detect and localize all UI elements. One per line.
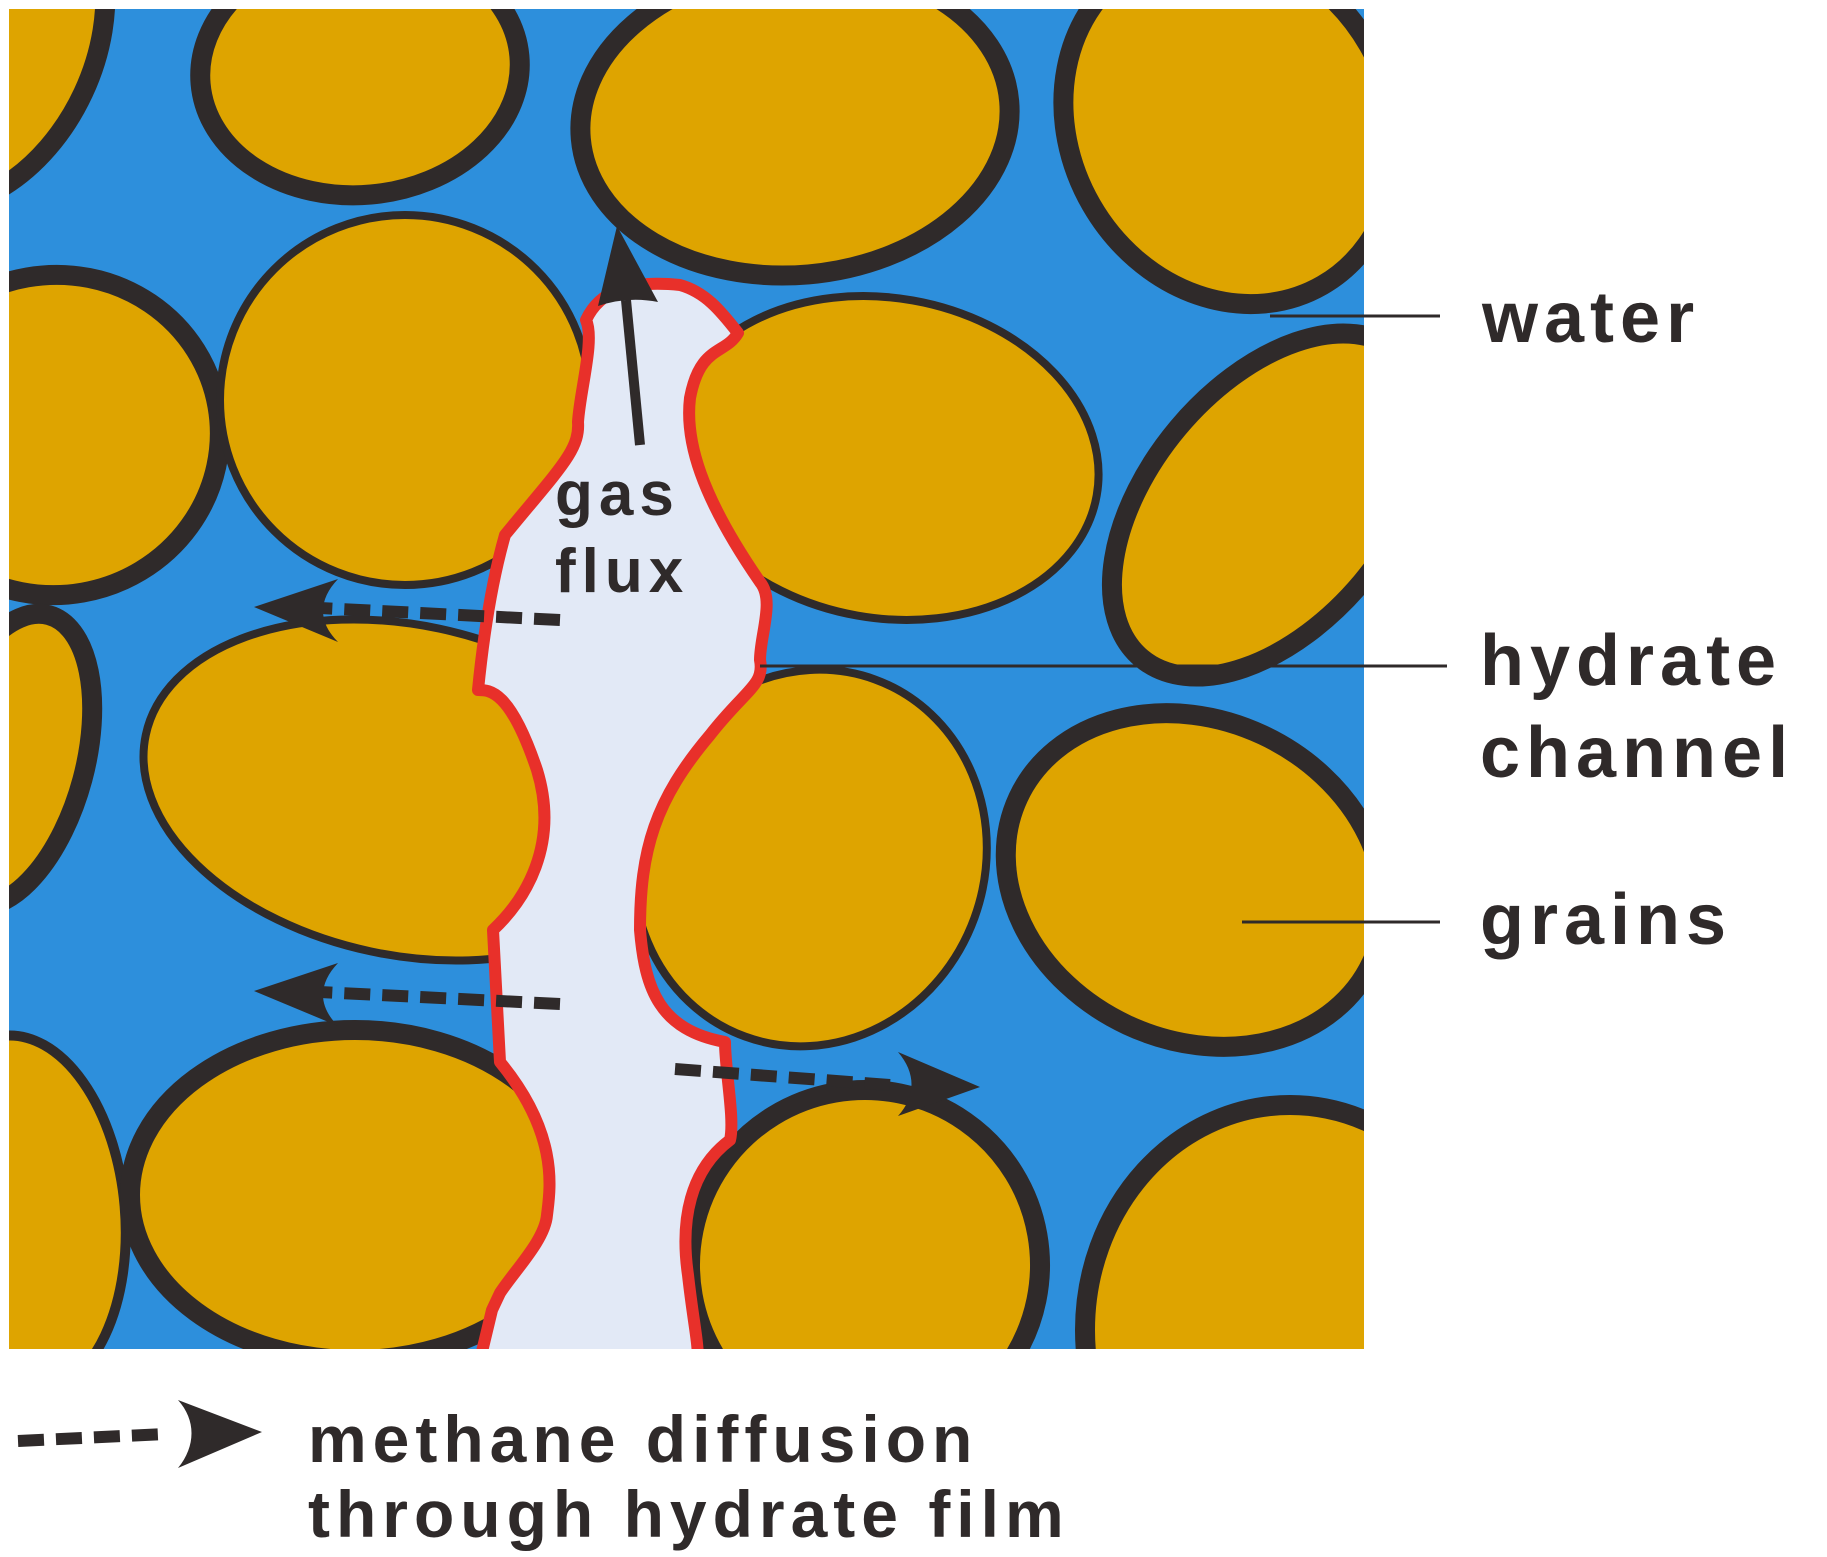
water-label: water [1481,278,1700,358]
diffusion-arrowhead [254,963,338,1026]
hydrate-channel [472,277,773,1349]
gas-flux-arrow-shaft [621,299,645,446]
diffusion-arrow-shaft [299,601,561,626]
diffusion-arrow-shaft [299,985,561,1010]
grain [995,703,1364,1057]
grain [190,9,530,206]
hydrate-channel-label-line1: hydrate [1480,621,1782,701]
grain [9,9,116,218]
legend: methane diffusion through hydrate film [17,1400,1070,1551]
gas-flux-arrowhead [598,226,658,306]
diffusion-arrowhead [898,1052,980,1116]
diffusion-arrowhead [254,579,338,642]
legend-arrowhead [178,1400,262,1468]
legend-label-line2: through hydrate film [308,1477,1070,1551]
grain [570,9,1020,286]
grain [1075,1095,1364,1349]
grain [9,603,103,917]
gas-flux-label-line2: flux [555,537,689,606]
grain [1053,9,1364,315]
hydrate-channel-label-line2: channel [1480,713,1794,793]
legend-label-line1: methane diffusion [308,1402,978,1476]
legend-arrow-shaft [17,1428,166,1447]
grain [1101,323,1364,687]
grains-label: grains [1480,880,1732,960]
gas-flux-label-line1: gas [555,460,680,529]
